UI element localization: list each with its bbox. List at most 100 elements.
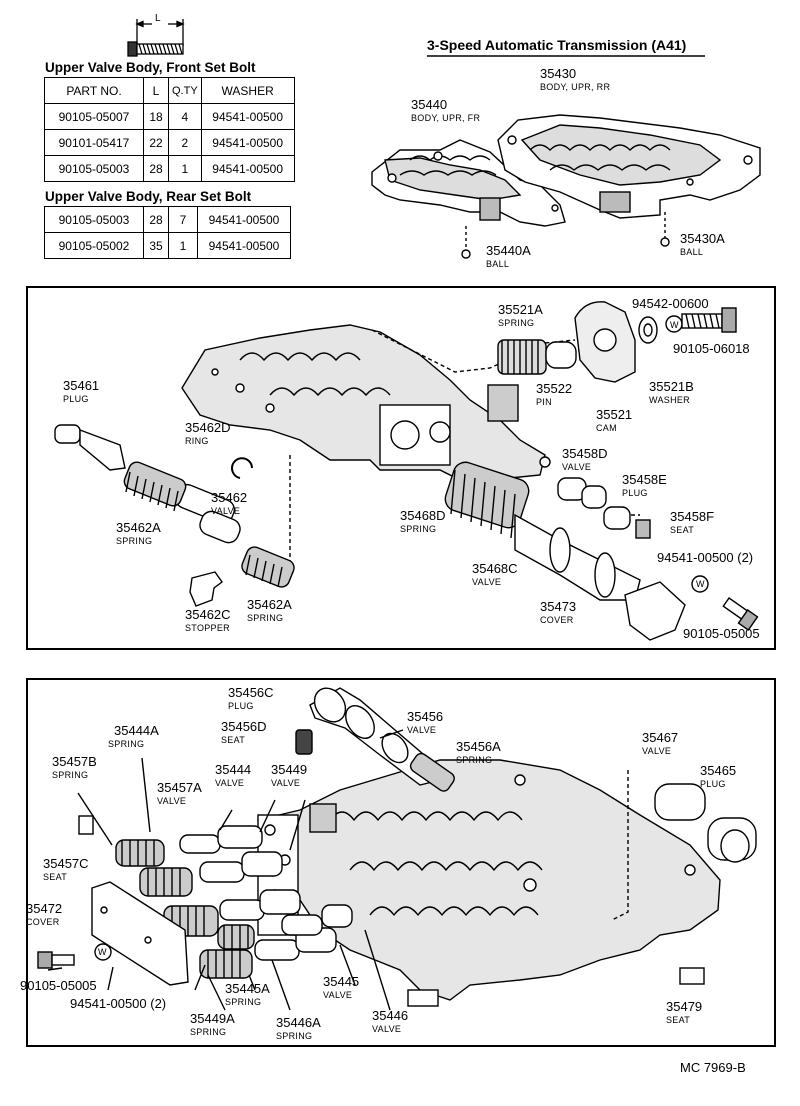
part-desc-35446: VALVE bbox=[372, 1024, 402, 1034]
table-header-row: PART NO. L Q.TY WASHER bbox=[44, 77, 295, 104]
part-desc-35440: BODY, UPR, FR bbox=[411, 113, 481, 123]
part-desc-35449A: SPRING bbox=[190, 1027, 227, 1037]
part-desc-35430: BODY, UPR, RR bbox=[540, 82, 611, 92]
part-desc-35457A: VALVE bbox=[157, 796, 187, 806]
part-desc-35522: PIN bbox=[536, 397, 552, 407]
part-number-35521A: 35521A bbox=[498, 302, 543, 317]
page-title: 3-Speed Automatic Transmission (A41) bbox=[427, 37, 687, 53]
part-desc-35445: VALVE bbox=[323, 990, 353, 1000]
part-desc-35445A: SPRING bbox=[225, 997, 262, 1007]
part-desc-35468C: VALVE bbox=[472, 577, 502, 587]
part-number-35462C: 35462C bbox=[185, 607, 231, 622]
part-desc-35461: PLUG bbox=[63, 394, 89, 404]
part-number-35456C: 35456C bbox=[228, 685, 274, 700]
part-number-94541-00500: 94541-00500 (2) bbox=[657, 550, 754, 565]
col-quantity: Q.TY bbox=[168, 77, 202, 104]
diagram-code: MC 7969-B bbox=[680, 1060, 746, 1075]
cell: 94541-00500 bbox=[200, 129, 295, 156]
part-desc-35456: VALVE bbox=[407, 725, 437, 735]
part-number-35446: 35446 bbox=[372, 1008, 409, 1023]
cell: 1 bbox=[168, 155, 202, 182]
cell: 35 bbox=[143, 232, 169, 259]
upper-valve-body-front-drawing bbox=[371, 139, 566, 259]
part-desc-35456A: SPRING bbox=[456, 755, 493, 765]
cell: 90105-05002 bbox=[44, 232, 144, 259]
part-number-90105-05005: 90105-05005 bbox=[683, 626, 760, 641]
cell: 1 bbox=[168, 232, 198, 259]
col-length: L bbox=[143, 77, 169, 104]
front-valve-body-panel bbox=[26, 286, 776, 650]
part-number-35458F: 35458F bbox=[670, 509, 715, 524]
part-number-35461: 35461 bbox=[63, 378, 100, 393]
cell: 28 bbox=[143, 155, 169, 182]
part-number-35462: 35462 bbox=[211, 490, 248, 505]
part-desc-35457B: SPRING bbox=[52, 770, 89, 780]
part-number-90105-05005: 90105-05005 bbox=[20, 978, 97, 993]
cell: 94541-00500 bbox=[200, 155, 295, 182]
part-desc-35462: VALVE bbox=[211, 506, 241, 516]
part-number-35430A: 35430A bbox=[680, 231, 725, 246]
front-bolt-table: PART NO. L Q.TY WASHER 90105-05007 18 4 … bbox=[44, 77, 295, 182]
part-desc-35462D: RING bbox=[185, 436, 209, 446]
table-row: 90105-05003 28 1 94541-00500 bbox=[44, 155, 295, 182]
part-number-35467: 35467 bbox=[642, 730, 679, 745]
cell: 22 bbox=[143, 129, 169, 156]
part-desc-35458F: SEAT bbox=[670, 525, 695, 535]
part-desc-35456C: PLUG bbox=[228, 701, 254, 711]
part-desc-35444: VALVE bbox=[215, 778, 245, 788]
table-row: 90101-05417 22 2 94541-00500 bbox=[44, 129, 295, 156]
table-row: 90105-05003 28 7 94541-00500 bbox=[44, 206, 291, 233]
front-bolt-table-title: Upper Valve Body, Front Set Bolt bbox=[45, 60, 256, 75]
washer-symbol-w: W bbox=[670, 320, 679, 330]
part-number-90105-06018: 90105-06018 bbox=[673, 341, 750, 356]
part-number-35457C: 35457C bbox=[43, 856, 89, 871]
part-desc-35446A: SPRING bbox=[276, 1031, 313, 1041]
part-desc-35456D: SEAT bbox=[221, 735, 246, 745]
part-number-35465: 35465 bbox=[700, 763, 737, 778]
part-number-94542-00600: 94542-00600 bbox=[632, 296, 709, 311]
washer-symbol-w: W bbox=[696, 579, 705, 589]
cell: 90105-05007 bbox=[44, 103, 144, 130]
part-number-35449A: 35449A bbox=[190, 1011, 235, 1026]
part-number-35457B: 35457B bbox=[52, 754, 97, 769]
part-number-35456A: 35456A bbox=[456, 739, 501, 754]
part-desc-35465: PLUG bbox=[700, 779, 726, 789]
part-number-35458E: 35458E bbox=[622, 472, 667, 487]
upper-valve-body-rear-drawing bbox=[497, 114, 761, 247]
col-part-no: PART NO. bbox=[44, 77, 144, 104]
cell: 4 bbox=[168, 103, 202, 130]
part-number-35472: 35472 bbox=[26, 901, 63, 916]
part-desc-35521B: WASHER bbox=[649, 395, 690, 405]
part-desc-35479: SEAT bbox=[666, 1015, 691, 1025]
table-row: 90105-05002 35 1 94541-00500 bbox=[44, 232, 291, 259]
part-desc-35521: CAM bbox=[596, 423, 617, 433]
cell: 2 bbox=[168, 129, 202, 156]
part-desc-35457C: SEAT bbox=[43, 872, 68, 882]
part-number-35444: 35444 bbox=[215, 762, 252, 777]
part-desc-35521A: SPRING bbox=[498, 318, 535, 328]
part-number-35456: 35456 bbox=[407, 709, 444, 724]
part-number-35440: 35440 bbox=[411, 97, 448, 112]
part-desc-35449: VALVE bbox=[271, 778, 301, 788]
part-desc-35462A: SPRING bbox=[247, 613, 284, 623]
part-desc-35462C: STOPPER bbox=[185, 623, 230, 633]
part-desc-35430A: BALL bbox=[680, 247, 704, 257]
part-number-35462D: 35462D bbox=[185, 420, 231, 435]
rear-bolt-table-title: Upper Valve Body, Rear Set Bolt bbox=[45, 189, 252, 204]
part-desc-35467: VALVE bbox=[642, 746, 672, 756]
part-number-35468D: 35468D bbox=[400, 508, 446, 523]
col-washer: WASHER bbox=[200, 77, 295, 104]
part-number-35521: 35521 bbox=[596, 407, 633, 422]
part-number-35521B: 35521B bbox=[649, 379, 694, 394]
part-number-35445: 35445 bbox=[323, 974, 360, 989]
washer-symbol-w: W bbox=[98, 947, 107, 957]
cell: 7 bbox=[168, 206, 198, 233]
part-number-35479: 35479 bbox=[666, 999, 703, 1014]
part-number-35473: 35473 bbox=[540, 599, 577, 614]
part-number-35458D: 35458D bbox=[562, 446, 608, 461]
cell: 28 bbox=[143, 206, 169, 233]
part-desc-35473: COVER bbox=[540, 615, 574, 625]
bolt-length-label: L bbox=[155, 13, 161, 24]
part-number-35445A: 35445A bbox=[225, 981, 270, 996]
cell: 90101-05417 bbox=[44, 129, 144, 156]
